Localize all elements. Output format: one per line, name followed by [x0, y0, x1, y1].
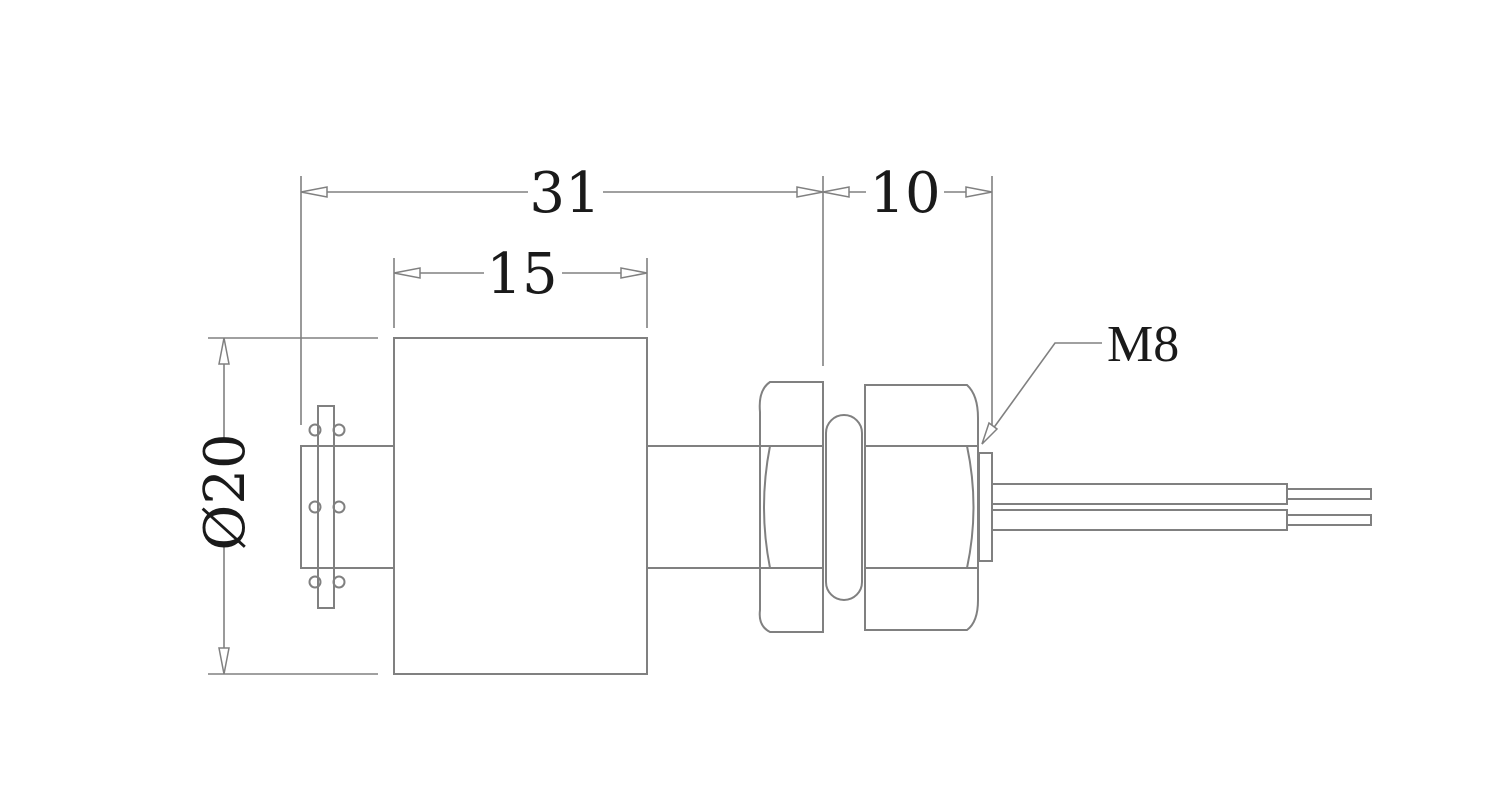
arrowhead — [218, 647, 230, 675]
stem — [647, 445, 760, 569]
dimension-label-diameter: Ø20 — [193, 433, 258, 550]
dimension-thread-length: 10 — [822, 161, 993, 226]
arrowhead — [300, 186, 328, 198]
arrowhead — [981, 421, 999, 445]
dimension-label-10: 10 — [869, 161, 940, 226]
arrowhead — [796, 186, 824, 198]
washer — [825, 414, 863, 601]
arrowhead — [218, 337, 230, 365]
arrowhead — [965, 186, 993, 198]
retaining-clip — [300, 405, 395, 609]
dimension-label-15: 15 — [486, 242, 557, 307]
arrowhead — [822, 186, 850, 198]
thread-size-label: M8 — [1107, 316, 1179, 373]
dimension-overall-length: 31 — [300, 161, 824, 226]
hex-nut-right — [864, 384, 979, 631]
dimension-float-length: 15 — [393, 242, 648, 307]
thread-callout: M8 — [981, 316, 1179, 445]
hex-nut-left — [758, 381, 824, 633]
arrowhead — [620, 267, 648, 279]
arrowhead — [393, 267, 421, 279]
dimension-diameter: Ø20 — [193, 337, 258, 675]
float-body — [393, 337, 648, 675]
dimension-label-31: 31 — [529, 161, 600, 226]
extension-lines — [208, 176, 993, 675]
lead-wire-lower — [991, 509, 1372, 531]
lead-wire-upper — [991, 483, 1372, 505]
thread-end — [978, 452, 993, 562]
